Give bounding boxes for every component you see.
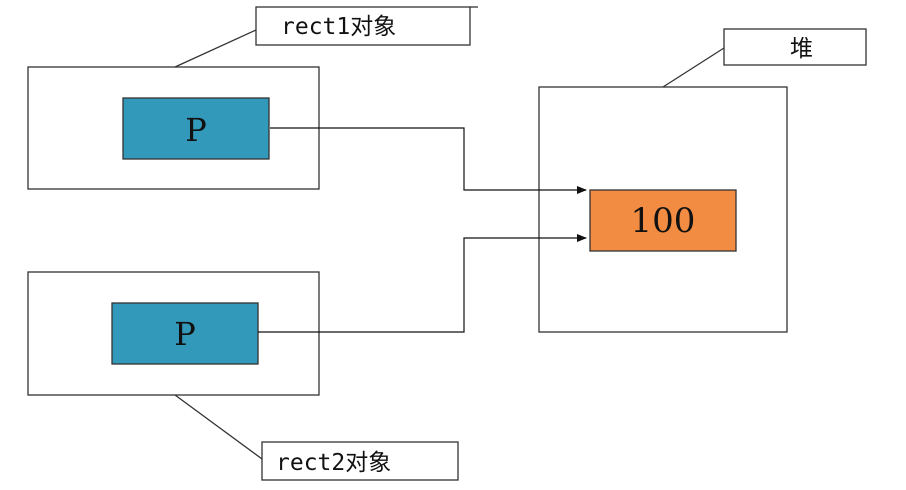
rect1-field-p-box [122, 97, 270, 160]
heap-label-text: 堆 [790, 36, 813, 62]
rect2-label-leader-line [174, 394, 263, 460]
heap-label-box [723, 28, 867, 66]
rect1-label-leader-line [174, 29, 257, 68]
rect2-field-p-label: P [174, 315, 196, 353]
heap-label: 堆 [662, 28, 867, 88]
rect2-label-box [261, 441, 459, 481]
rect1-field-p-label: P [185, 111, 207, 149]
rect1-reference-arrow [270, 127, 587, 194]
rect1-label-box [255, 6, 471, 46]
rect2-field-p-box [111, 302, 259, 365]
rect2-label-text: rect2对象 [276, 450, 391, 476]
heap: 100 [538, 86, 788, 333]
rect2-reference-arrow [258, 234, 587, 333]
heap-label-leader-line [662, 47, 725, 88]
rect2-label: rect2对象 [174, 394, 459, 481]
heap-value-box [589, 189, 737, 252]
rect2-object: P [27, 271, 320, 396]
heap-value-label: 100 [631, 201, 696, 241]
rect1-label-text: rect1对象 [281, 14, 396, 40]
rect1-label: rect1对象 [174, 6, 478, 68]
